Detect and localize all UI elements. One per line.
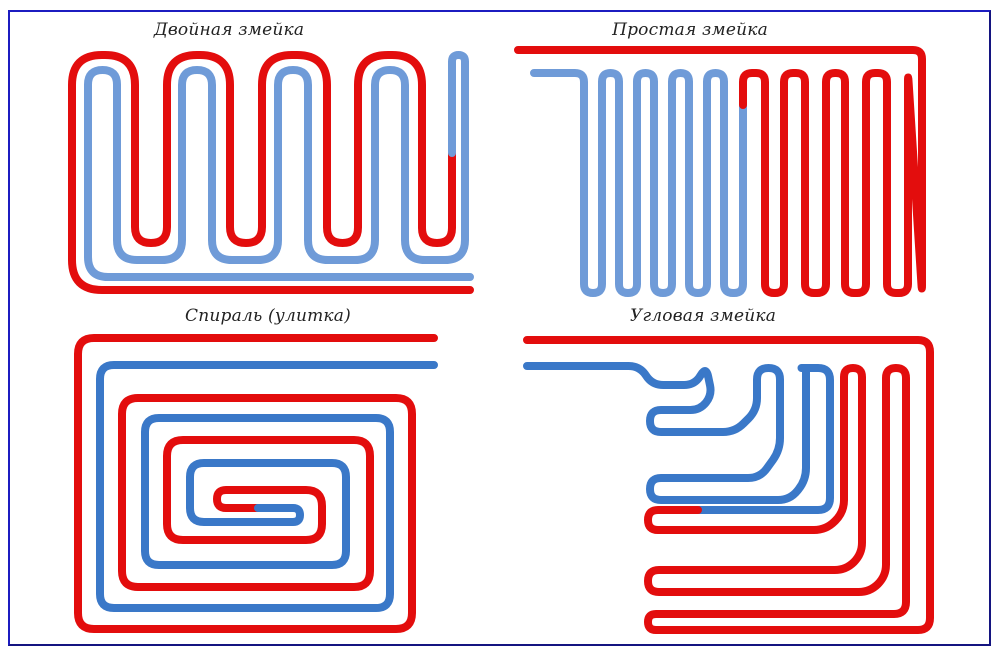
panel-simple-snake — [514, 46, 926, 297]
panel-spiral — [74, 334, 438, 633]
double-snake-supply-pipe — [68, 51, 474, 294]
simple-snake-return-pipe — [530, 69, 747, 297]
simple-snake-supply-pipe — [514, 46, 926, 297]
label-simple-snake: Простая змейка — [612, 20, 768, 40]
panel-double-snake — [68, 51, 474, 294]
double-snake-return-pipe — [84, 51, 474, 281]
panel-corner-snake — [523, 336, 934, 634]
label-spiral: Спираль (улитка) — [185, 306, 351, 326]
spiral-supply-pipe — [74, 334, 438, 633]
label-corner-snake: Угловая змейка — [629, 306, 777, 326]
spiral-return-pipe — [96, 361, 438, 612]
corner-snake-return-pipe — [523, 362, 834, 514]
label-double-snake: Двойная змейка — [153, 20, 305, 40]
corner-snake-supply-pipe — [523, 336, 934, 634]
